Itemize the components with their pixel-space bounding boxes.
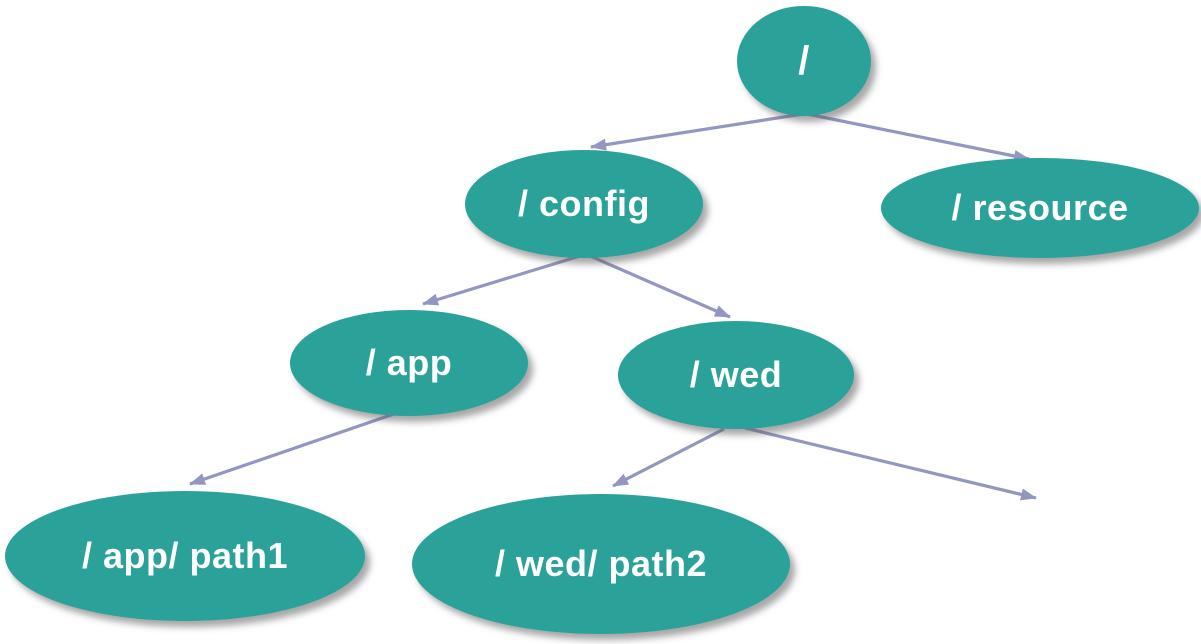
edge-wed-path2 — [612, 427, 725, 488]
node-app-path1: / app/ path1 — [5, 491, 365, 621]
node-config: / config — [465, 150, 703, 258]
node-root: / — [737, 6, 871, 116]
edge-root-resource — [806, 112, 1030, 162]
node-config-label: / config — [518, 183, 650, 224]
edge-config-app — [422, 254, 581, 306]
edge-root-config — [590, 112, 804, 151]
node-wed-path2-label: / wed/ path2 — [494, 543, 708, 584]
node-wed-path2: / wed/ path2 — [412, 494, 790, 634]
edge-wed-dangling — [744, 426, 1037, 501]
node-wed: / wed — [618, 321, 854, 429]
edge-app-path1 — [189, 412, 395, 486]
node-wed-label: / wed — [689, 354, 783, 395]
node-app-label: / app — [365, 342, 453, 383]
node-app-path1-label: / app/ path1 — [81, 535, 289, 576]
edge-config-wed — [589, 254, 731, 319]
node-app: / app — [290, 310, 528, 416]
node-resource-label: / resource — [951, 187, 1129, 228]
node-resource: / resource — [881, 158, 1199, 258]
node-root-label: / — [798, 38, 810, 83]
